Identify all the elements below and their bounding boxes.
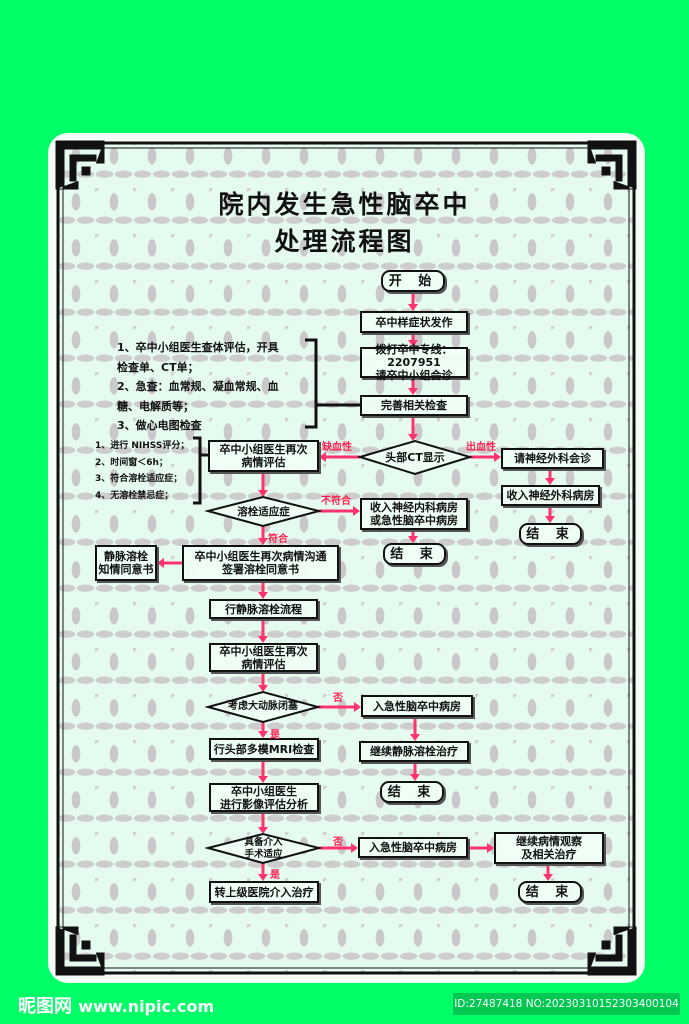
fret-corner-ornament <box>587 140 637 190</box>
arrow-head <box>353 506 360 516</box>
reassess-node: 卒中小组医生再次 病情评估 <box>208 440 319 472</box>
label-ischemic: 缺血性 <box>322 442 352 453</box>
title-line1: 院内发生急性脑卒中 <box>218 190 471 219</box>
logo-text: 昵图网 <box>18 996 72 1017</box>
label-yes: 是 <box>270 730 280 741</box>
note-line: 3、符合溶栓适应症； <box>95 474 183 484</box>
consent-form-node: 静脉溶栓 知情同意书 <box>95 545 157 581</box>
arrow-head <box>258 731 268 738</box>
arrow-head <box>410 774 420 781</box>
neurosurg-ward-node: 收入神经外科病房 <box>501 485 600 506</box>
arrow-head <box>408 304 418 311</box>
frame-inner-border <box>62 147 630 969</box>
bracket-notes1 <box>305 338 360 429</box>
fret-corners <box>55 140 637 976</box>
image-id: ID:27487418 NO:20230310152303400104 <box>453 993 680 1015</box>
arrow-head <box>408 388 418 395</box>
exam-notes: 1、卒中小组医生查体评估，开具 检查单、CT单； 2、急查：血常规、凝血常规、血… <box>117 338 279 436</box>
stroke-ward-node: 入急性脑卒中病房 <box>358 837 468 858</box>
arrow-head <box>545 516 555 523</box>
observe-node: 继续病情观察 及相关治疗 <box>494 832 604 864</box>
fret-corner-ornament <box>55 926 105 976</box>
label-not-meet: 不符合 <box>321 496 351 507</box>
intervention-decision: 具备介入 手术适应 <box>244 836 283 860</box>
symptom-node: 卒中样症状发作 <box>360 311 468 333</box>
exam-node: 完善相关检查 <box>360 395 468 416</box>
arrow-head <box>258 827 268 834</box>
diamond-thrombolysis <box>204 495 323 528</box>
note-line: 2、急查：血常规、凝血常规、血 <box>117 380 279 393</box>
arrow-head <box>258 874 268 881</box>
label-no: 否 <box>333 693 343 704</box>
frame-border <box>56 141 636 975</box>
arrow-head <box>410 734 420 741</box>
call-node: 拨打卒中专线：2207951 请卒中小组会诊 <box>360 343 468 382</box>
title-line2: 处理流程图 <box>274 227 415 256</box>
arrow-head <box>258 636 268 643</box>
mri-node: 行头部多模MRI检查 <box>209 738 319 760</box>
diamond-ct <box>356 439 474 476</box>
arrow-head <box>258 538 268 545</box>
fret-corner-ornament <box>55 140 105 190</box>
diamond-intervention <box>204 832 323 865</box>
note-line: 2、时间窗＜6h； <box>95 457 168 468</box>
fret-corner-ornament <box>587 926 637 976</box>
arrow-head <box>494 452 501 462</box>
arrow-head <box>258 776 268 783</box>
iv-process-node: 行静脉溶栓流程 <box>209 599 318 619</box>
arrow-head <box>351 843 358 853</box>
neurosurg-consult-node: 请神经外科会诊 <box>501 448 604 469</box>
note-line: 检查单、CT单； <box>117 360 199 374</box>
arrow-head <box>319 452 326 462</box>
imaging-node: 卒中小组医生 进行影像评估分析 <box>209 783 319 812</box>
arrow-head <box>157 558 164 568</box>
arrow-head <box>258 685 268 692</box>
label-yes: 是 <box>270 870 280 881</box>
criteria-notes: 1、进行 NIHSS评分； 2、时间窗＜6h； 3、符合溶栓适应症； 4、无溶栓… <box>95 438 189 504</box>
bracket-notes2 <box>193 436 208 505</box>
stroke-ward-node: 入急性脑卒中病房 <box>361 695 473 717</box>
brackets <box>193 338 360 505</box>
arrow-head <box>408 536 418 543</box>
lvo-decision: 考虑大动脉闭塞 <box>228 701 298 712</box>
end-node: 结 束 <box>383 543 446 565</box>
reassess-node: 卒中小组医生再次 病情评估 <box>209 643 318 672</box>
end-node: 结 束 <box>519 523 582 545</box>
arrow-head <box>408 340 418 347</box>
label-hemorrhagic: 出血性 <box>466 442 496 453</box>
note-line: 4、无溶栓禁忌症； <box>95 490 174 501</box>
ct-decision: 头部CT显示 <box>385 450 445 464</box>
continue-iv-node: 继续静脉溶栓治疗 <box>359 741 469 762</box>
start-node: 开 始 <box>381 270 445 292</box>
watermark-logo: 昵图网 www.nipic.com <box>18 992 214 1018</box>
consent-talk-node: 卒中小组医生再次病情沟通 签署溶栓同意书 <box>182 545 339 581</box>
thrombolysis-decision: 溶栓适应症 <box>237 505 290 518</box>
end-node: 结 束 <box>518 881 582 903</box>
arrow-head <box>487 843 494 853</box>
note-line: 1、进行 NIHSS评分； <box>95 441 190 451</box>
end-node: 结 束 <box>380 781 444 803</box>
logo-url: www.nipic.com <box>78 997 215 1016</box>
arrow-head <box>545 478 555 485</box>
diamond-lvo <box>204 690 322 724</box>
neuro-ward-node: 收入神经内科病房 或急性脑卒中病房 <box>360 498 468 530</box>
frame <box>56 141 636 975</box>
arrow-head <box>354 702 361 712</box>
diamonds <box>204 439 474 865</box>
transfer-node: 转上级医院介入治疗 <box>209 881 319 903</box>
arrow-head <box>543 874 553 881</box>
label-no: 否 <box>333 837 343 848</box>
note-line: 糖、电解质等； <box>117 399 194 413</box>
arrow-head <box>258 490 268 497</box>
note-line: 1、卒中小组医生查体评估，开具 <box>117 341 279 354</box>
arrows <box>157 292 555 881</box>
arrow-head <box>408 434 418 441</box>
note-line: 3、做心电图检查 <box>117 419 202 432</box>
label-meet: 符合 <box>268 534 288 545</box>
arrow-head <box>258 592 268 599</box>
